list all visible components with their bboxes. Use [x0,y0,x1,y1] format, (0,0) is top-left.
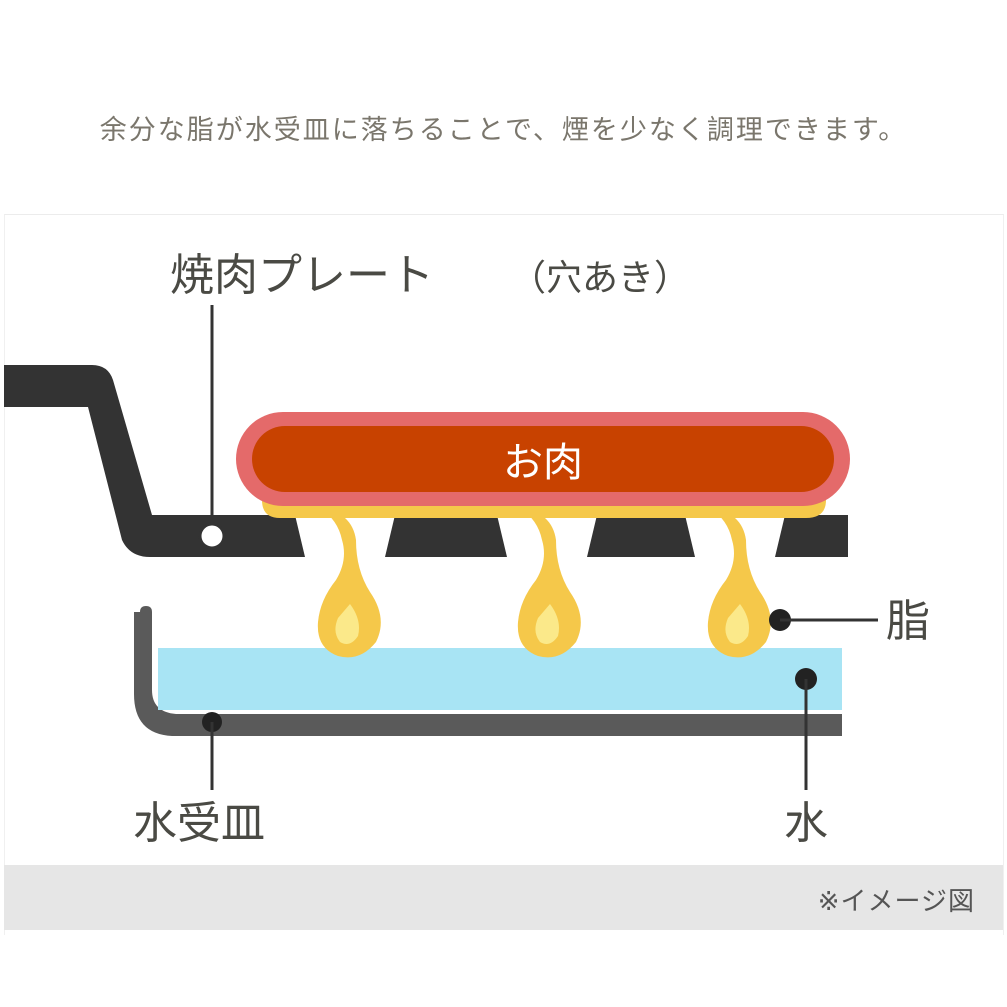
caption: 余分な脂が水受皿に落ちることで、煙を少なく調理できます。 [99,115,908,146]
diagram-frame [4,214,1004,935]
fat-label: 脂 [886,596,930,647]
footer-note: ※イメージ図 [817,887,975,917]
footer-bar: ※イメージ図 [4,865,1003,930]
plate-marker [198,522,226,550]
fat-drip [707,508,771,658]
plate-label: 焼肉プレート [170,250,434,301]
fat-drip-highlight [335,604,359,644]
meat-label: お肉 [503,440,583,486]
water [158,648,842,710]
water-label: 水 [784,798,828,849]
meat [252,426,834,492]
tray-label: 水受皿 [133,798,265,849]
fat-drip-highlight [535,604,559,644]
plate-note-label: （穴あき） [510,258,690,299]
fat-drip [517,508,581,658]
fat-drip-highlight [725,604,749,644]
fat-drip [317,508,381,658]
